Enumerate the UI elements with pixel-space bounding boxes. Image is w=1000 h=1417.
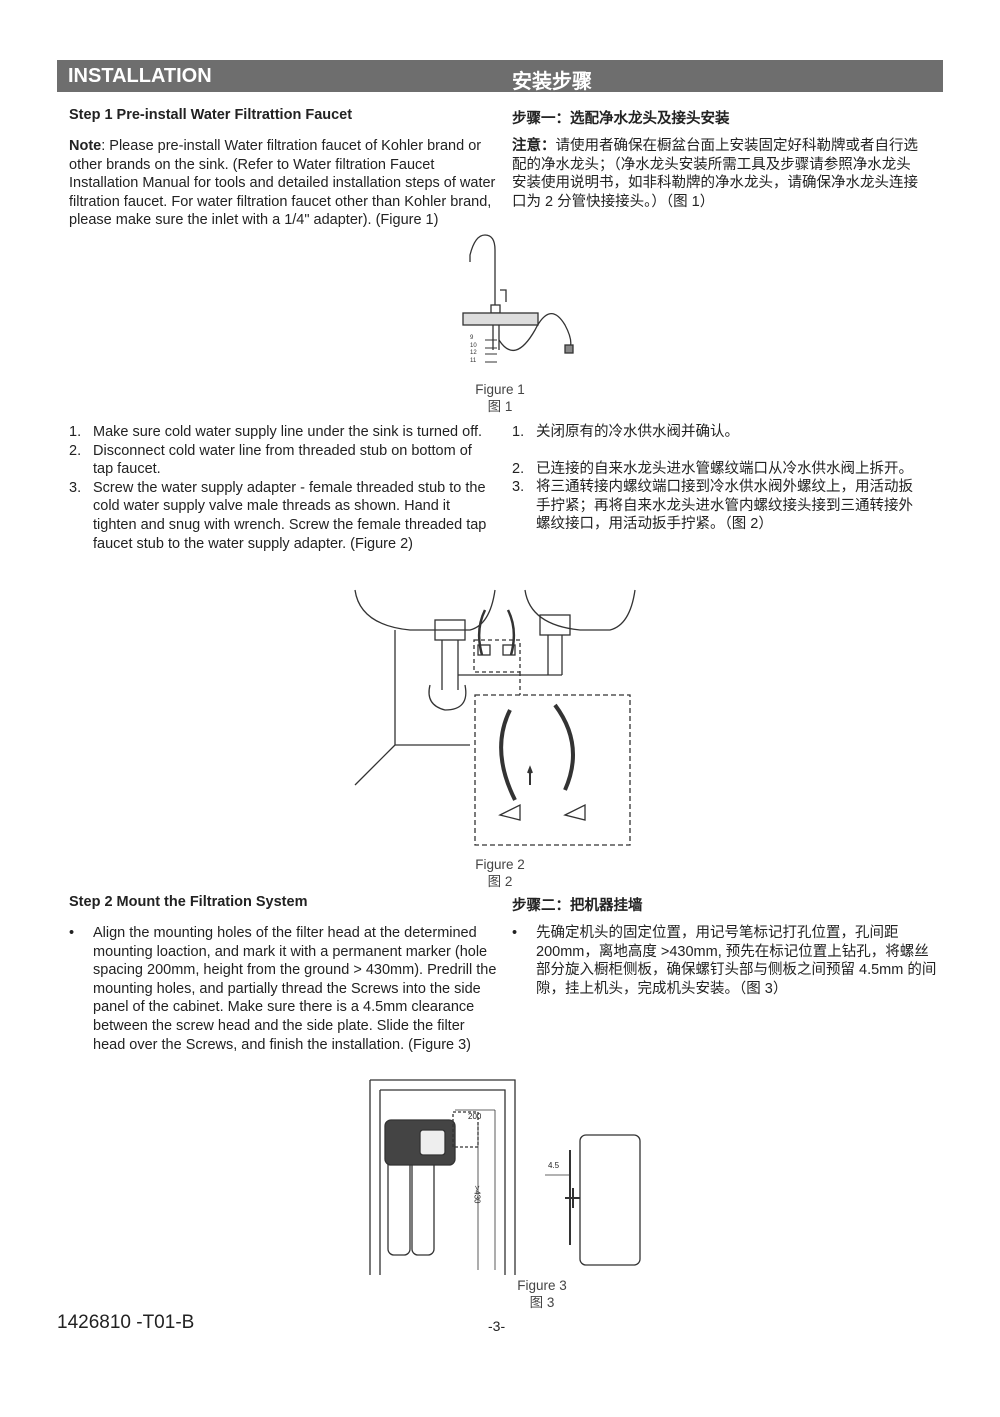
list-item: 2.已连接的自来水龙头进水管螺纹端口从冷水供水阀上拆开。 <box>512 460 913 477</box>
step1-heading-en: Step 1 Pre-install Water Filtrattion Fau… <box>69 107 353 123</box>
callout-10: 10 <box>470 342 477 349</box>
dim-clearance: 4.5 <box>548 1161 560 1170</box>
figure3-caption-zh: 图 3 <box>529 1295 555 1310</box>
figure2-caption-zh: 图 2 <box>487 874 513 889</box>
note-label-zh: 注意： <box>512 138 556 154</box>
header-title-zh: 安装步骤 <box>512 71 592 93</box>
figure3-mounting-illustration <box>369 1079 641 1275</box>
step2-bullet-zh: •先确定机头的固定位置，用记号笔标记打孔位置，孔间距 200mm，离地高度 >4… <box>512 925 937 997</box>
dim-height: >430 <box>472 1185 482 1204</box>
list-item: 1.关闭原有的冷水供水阀并确认。 <box>512 424 739 440</box>
note-text: : Please pre-install Water filtration fa… <box>69 138 496 229</box>
figure1-faucet-illustration <box>462 234 574 363</box>
list-item: 2.Disconnect cold water line from thread… <box>69 442 472 478</box>
figure1-caption-en: Figure 1 <box>475 382 525 397</box>
step1-list-zh: 1.关闭原有的冷水供水阀并确认。 2.已连接的自来水龙头进水管螺纹端口从冷水供水… <box>512 423 927 534</box>
figure3-caption: Figure 3 图 3 <box>492 1277 592 1311</box>
list-item: 1.Make sure cold water supply line under… <box>69 424 483 440</box>
page-number: -3- <box>488 1318 506 1334</box>
dim-spacing: 200 <box>468 1112 482 1121</box>
list-item: 3.将三通转接内螺纹端口接到冷水供水阀外螺纹上，用活动扳手拧紧；再将自来水龙头进… <box>512 479 913 533</box>
figure2-caption-en: Figure 2 <box>475 857 525 872</box>
figure2-plumbing-illustration <box>354 589 636 846</box>
figure3-caption-en: Figure 3 <box>517 1278 567 1293</box>
figure1-caption-zh: 图 1 <box>487 399 513 414</box>
header-title-en: INSTALLATION <box>68 65 212 87</box>
step2-bullet-en: •Align the mounting holes of the filter … <box>69 925 497 1053</box>
callout-12: 12 <box>470 350 477 356</box>
figure1-caption: Figure 1 图 1 <box>450 381 550 415</box>
step1-list-en: 1.Make sure cold water supply line under… <box>69 423 491 553</box>
callout-9: 9 <box>470 335 474 341</box>
step1-note-zh: 注意：请使用者确保在橱盆台面上安装固定好科勒牌或者自行选配的净水龙头；（净水龙头… <box>512 137 922 211</box>
step2-heading-en: Step 2 Mount the Filtration System <box>69 894 308 910</box>
document-number: 1426810 -T01-B <box>57 1312 195 1333</box>
step1-heading-zh: 步骤一：选配净水龙头及接头安装 <box>512 111 730 127</box>
figure2-caption: Figure 2 图 2 <box>450 856 550 890</box>
step2-heading-zh: 步骤二：把机器挂墙 <box>512 898 643 914</box>
step1-note-en: Note: Please pre-install Water filtratio… <box>69 137 497 230</box>
note-label: Note <box>69 138 102 154</box>
list-item: 3.Screw the water supply adapter - femal… <box>69 479 487 552</box>
section-header: INSTALLATION 安装步骤 <box>57 60 943 93</box>
callout-11: 11 <box>470 357 477 364</box>
note-text-zh: 请使用者确保在橱盆台面上安装固定好科勒牌或者自行选配的净水龙头；（净水龙头安装所… <box>512 138 918 210</box>
